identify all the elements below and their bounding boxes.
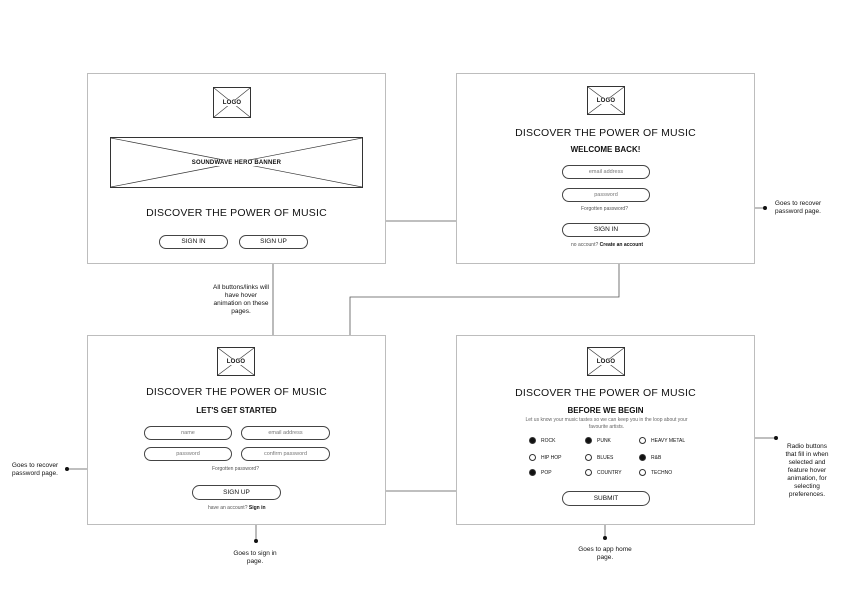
connector-dot [763,206,767,210]
signup-account-prompt: have an account? [208,505,248,511]
genre-radio-heavy-metal[interactable]: HEAVY METAL [639,437,685,444]
signin-submit-button[interactable]: SIGN IN [562,223,650,237]
home-page-note: Goes to app home page. [578,546,632,561]
connector-dot [65,467,69,471]
preferences-page-frame: LOGO DISCOVER THE POWER OF MUSIC BEFORE … [456,335,755,525]
signin-page-note: Goes to sign in page. [233,550,277,565]
signin-email-input[interactable]: email address [562,165,650,179]
logo-placeholder: LOGO [587,347,625,376]
signup-confirm-password-input[interactable]: confirm password [241,447,330,461]
signin-page-frame: LOGO DISCOVER THE POWER OF MUSIC WELCOME… [456,73,755,264]
logo-placeholder: LOGO [213,87,251,118]
radio-empty-icon [639,469,646,476]
landing-heading: DISCOVER THE POWER OF MUSIC [146,207,327,219]
genre-label: PUNK [597,437,611,444]
hero-banner-label: SOUNDWAVE HERO BANNER [189,159,284,166]
genre-radio-pop[interactable]: POP [529,469,552,476]
logo-label: LOGO [594,97,618,104]
preferences-subheading: BEFORE WE BEGIN [567,406,644,415]
radio-filled-icon [639,454,646,461]
preferences-submit-button[interactable]: SUBMIT [562,491,650,506]
signup-subheading: LET'S GET STARTED [196,406,277,415]
genre-label: POP [541,469,552,476]
genre-radio-rnb[interactable]: R&B [639,454,661,461]
create-account-link[interactable]: Create an account [599,242,643,248]
logo-label: LOGO [594,358,618,365]
genre-radio-punk[interactable]: PUNK [585,437,611,444]
genre-label: ROCK [541,437,556,444]
logo-label: LOGO [220,99,244,106]
logo-placeholder: LOGO [587,86,625,115]
hero-banner-placeholder: SOUNDWAVE HERO BANNER [110,137,363,188]
genre-radio-blues[interactable]: BLUES [585,454,613,461]
landing-page-frame: LOGO SOUNDWAVE HERO BANNER DISCOVER THE … [87,73,386,264]
genre-radio-rock[interactable]: ROCK [529,437,555,444]
radio-filled-icon [585,437,592,444]
signin-link[interactable]: Sign in [248,505,266,511]
radio-empty-icon [639,437,646,444]
signup-page-frame: LOGO DISCOVER THE POWER OF MUSIC LET'S G… [87,335,386,525]
connector-create-account [349,251,620,338]
signin-password-input[interactable]: password [562,188,650,202]
logo-label: LOGO [224,358,248,365]
radio-empty-icon [585,454,592,461]
preferences-heading: DISCOVER THE POWER OF MUSIC [515,387,696,399]
landing-signup-button[interactable]: SIGN UP [239,235,308,249]
genre-radio-hip-hop[interactable]: HIP HOP [529,454,561,461]
signin-heading: DISCOVER THE POWER OF MUSIC [515,127,696,139]
connector-dot [603,536,607,540]
landing-signin-button[interactable]: SIGN IN [159,235,228,249]
signin-account-line: no account? Create an account [571,242,643,248]
hover-animation-note: All buttons/links will have hover animat… [213,284,269,315]
signin-forgot-password-link[interactable]: Forgotten password? [581,206,628,212]
signup-submit-button[interactable]: SIGN UP [192,485,281,500]
connector-dot [774,436,778,440]
radio-buttons-note: Radio buttons that fill in when selected… [785,443,829,498]
signup-password-input[interactable]: password [144,447,232,461]
preferences-description: Let us know your music tastes so we can … [525,417,688,430]
radio-filled-icon [529,437,536,444]
radio-filled-icon [529,469,536,476]
signup-email-input[interactable]: email address [241,426,330,440]
signup-name-input[interactable]: name [144,426,232,440]
signin-subheading: WELCOME BACK! [570,145,641,154]
radio-empty-icon [585,469,592,476]
recover-password-note-right: Goes to recover password page. [774,200,822,215]
connector-dot [254,539,258,543]
signin-account-prompt: no account? [571,242,599,248]
radio-empty-icon [529,454,536,461]
signup-heading: DISCOVER THE POWER OF MUSIC [146,386,327,398]
genre-label: R&B [651,454,662,461]
genre-label: HEAVY METAL [651,437,686,444]
genre-label: TECHNO [651,469,673,476]
genre-label: COUNTRY [597,469,622,476]
genre-label: HIP HOP [541,454,562,461]
genre-radio-country[interactable]: COUNTRY [585,469,622,476]
genre-radio-techno[interactable]: TECHNO [639,469,672,476]
recover-password-note-left: Goes to recover password page. [11,462,59,477]
signup-forgot-password-link[interactable]: Forgotten password? [212,466,259,472]
logo-placeholder: LOGO [217,347,255,376]
signup-account-line: have an account? Sign in [208,505,266,511]
genre-label: BLUES [597,454,614,461]
